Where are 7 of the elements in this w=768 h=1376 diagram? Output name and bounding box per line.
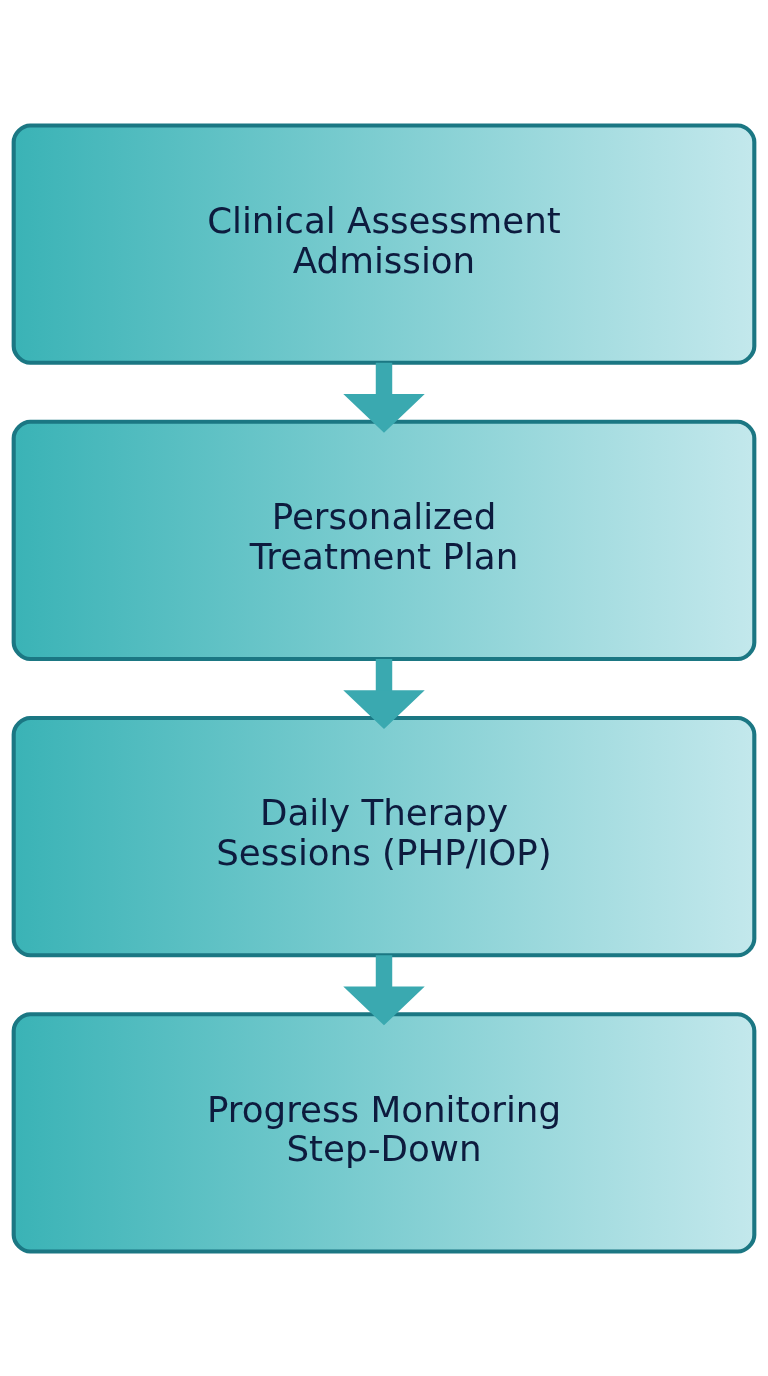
node-box: Personalized Treatment Plan: [11, 419, 757, 661]
arrow: [343, 954, 425, 1025]
node-box: Progress Monitoring Step-Down: [11, 1011, 757, 1254]
arrow: [343, 658, 425, 729]
arrow: [343, 362, 425, 433]
node-box: Clinical Assessment Admission: [11, 122, 757, 365]
node-box: Daily Therapy Sessions (PHP/IOP): [11, 715, 757, 957]
